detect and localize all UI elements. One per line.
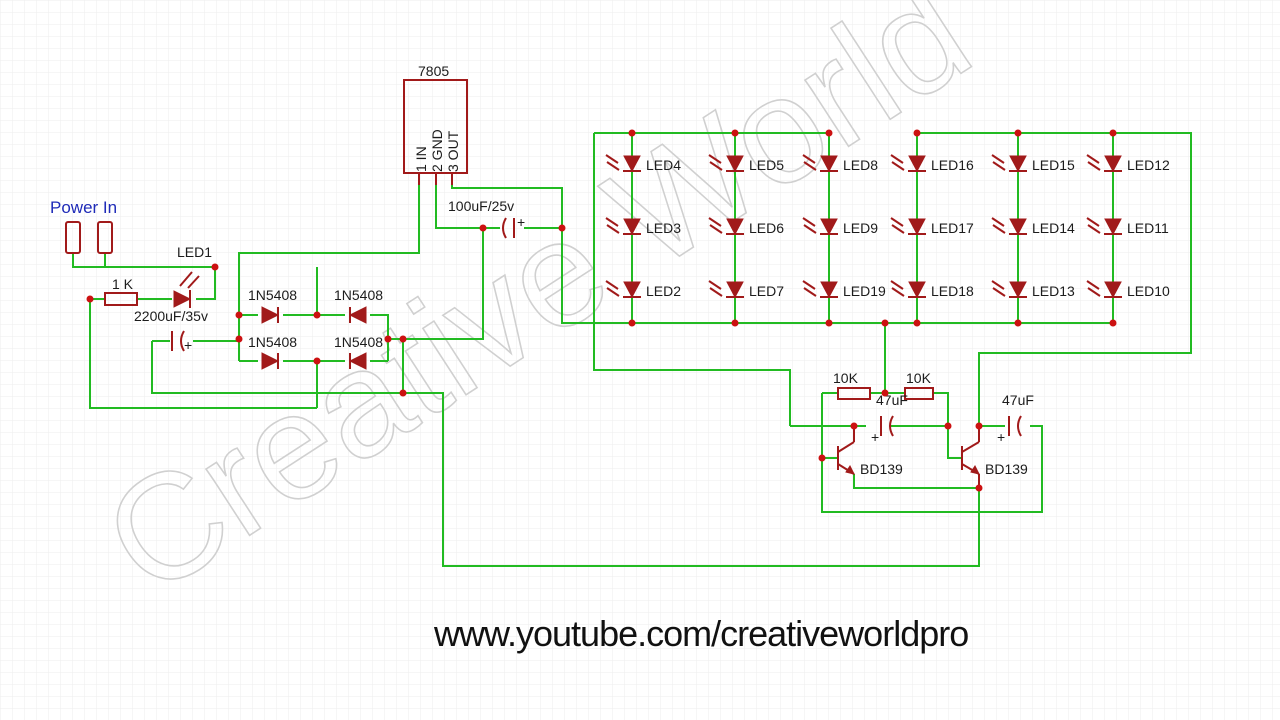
led-label: LED14 (1032, 220, 1075, 236)
led-label: LED12 (1127, 157, 1170, 173)
led-led11: LED11 (1086, 217, 1169, 236)
resistor-10k-1-label: 10K (833, 370, 859, 386)
youtube-url: www.youtube.com/creativeworldpro (433, 613, 968, 654)
junction-dot (628, 129, 636, 137)
led-led13: LED13 (991, 280, 1075, 299)
junction-dot (1109, 129, 1117, 137)
led-label: LED5 (749, 157, 784, 173)
led-led12: LED12 (1086, 154, 1170, 173)
junction-dot (731, 129, 739, 137)
resistor-10k-1 (837, 387, 871, 400)
capacitor-2200uf: + 2200uF/35v (134, 308, 208, 353)
transistor-2-label: BD139 (985, 461, 1028, 477)
led-led2: LED2 (605, 280, 681, 299)
junction-dot (731, 319, 739, 327)
diode-label-3: 1N5408 (248, 334, 297, 350)
svg-text:+: + (871, 429, 879, 445)
led-label: LED7 (749, 283, 784, 299)
led-label: LED9 (843, 220, 878, 236)
diode-label-2: 1N5408 (334, 287, 383, 303)
junction-dot (1109, 319, 1117, 327)
transistor-1-label: BD139 (860, 461, 903, 477)
regulator-pin-in: 1 IN (413, 146, 429, 172)
led-label: LED18 (931, 283, 974, 299)
regulator-pin-out: 3 OUT (445, 130, 461, 172)
power-input-connector: Power In (50, 198, 117, 254)
junction-dot (825, 129, 833, 137)
led-label: LED13 (1032, 283, 1075, 299)
led-label: LED6 (749, 220, 784, 236)
led-label: LED4 (646, 157, 681, 173)
led-led9: LED9 (802, 217, 878, 236)
flasher-circuit: 10K 10K + 47uF + 47uF BD139 BD139 (833, 370, 1034, 488)
led-led14: LED14 (991, 217, 1075, 236)
led-label: LED2 (646, 283, 681, 299)
led-led6: LED6 (708, 217, 784, 236)
power-terminal-1 (65, 221, 81, 254)
diode-label-1: 1N5408 (248, 287, 297, 303)
led-led18: LED18 (890, 280, 974, 299)
junction-dots (86, 224, 983, 492)
led-led8: LED8 (802, 154, 878, 173)
regulator-pin-gnd: 2 GND (429, 129, 445, 172)
led-label: LED15 (1032, 157, 1075, 173)
cap-plus-sign: + (184, 337, 192, 353)
led-label: LED3 (646, 220, 681, 236)
power-in-label: Power In (50, 198, 117, 217)
led-label: LED8 (843, 157, 878, 173)
junction-dot (1014, 319, 1022, 327)
cap-2200-label: 2200uF/35v (134, 308, 208, 324)
resistor-1k-label: 1 K (112, 276, 134, 292)
svg-text:+: + (517, 214, 525, 230)
led-label: LED11 (1127, 220, 1169, 236)
voltage-regulator: 7805 1 IN 2 GND 3 OUT (403, 63, 468, 185)
led-led5: LED5 (708, 154, 784, 173)
led-led4: LED4 (605, 154, 681, 173)
regulator-name: 7805 (418, 63, 449, 79)
junction-dot (913, 129, 921, 137)
led1-label: LED1 (177, 244, 212, 260)
cap-47uf-2-label: 47uF (1002, 392, 1034, 408)
led-label: LED10 (1127, 283, 1170, 299)
junction-dot (1014, 129, 1022, 137)
led-label: LED16 (931, 157, 974, 173)
led-led3: LED3 (605, 217, 681, 236)
led-led19: LED19 (802, 280, 886, 299)
led-led15: LED15 (991, 154, 1075, 173)
junction-dot (628, 319, 636, 327)
junction-dot (913, 319, 921, 327)
svg-text:+: + (997, 429, 1005, 445)
cap-47uf-1-label: 47uF (876, 392, 908, 408)
capacitor-100uf: + 100uF/25v (448, 198, 525, 239)
power-terminal-2 (97, 221, 113, 254)
junction-dot (825, 319, 833, 327)
led1: LED1 (173, 244, 212, 308)
resistor-10k-2 (904, 387, 934, 400)
bridge-rectifier: 1N5408 1N5408 1N5408 1N5408 (248, 287, 383, 370)
led-led16: LED16 (890, 154, 974, 173)
led-led10: LED10 (1086, 280, 1170, 299)
led-label: LED19 (843, 283, 886, 299)
led-label: LED17 (931, 220, 974, 236)
led-led17: LED17 (890, 217, 974, 236)
resistor-10k-2-label: 10K (906, 370, 932, 386)
led-led7: LED7 (708, 280, 784, 299)
resistor-body (104, 292, 138, 306)
cap-100-label: 100uF/25v (448, 198, 514, 214)
diode-label-4: 1N5408 (334, 334, 383, 350)
resistor-1k: 1 K (104, 276, 138, 306)
